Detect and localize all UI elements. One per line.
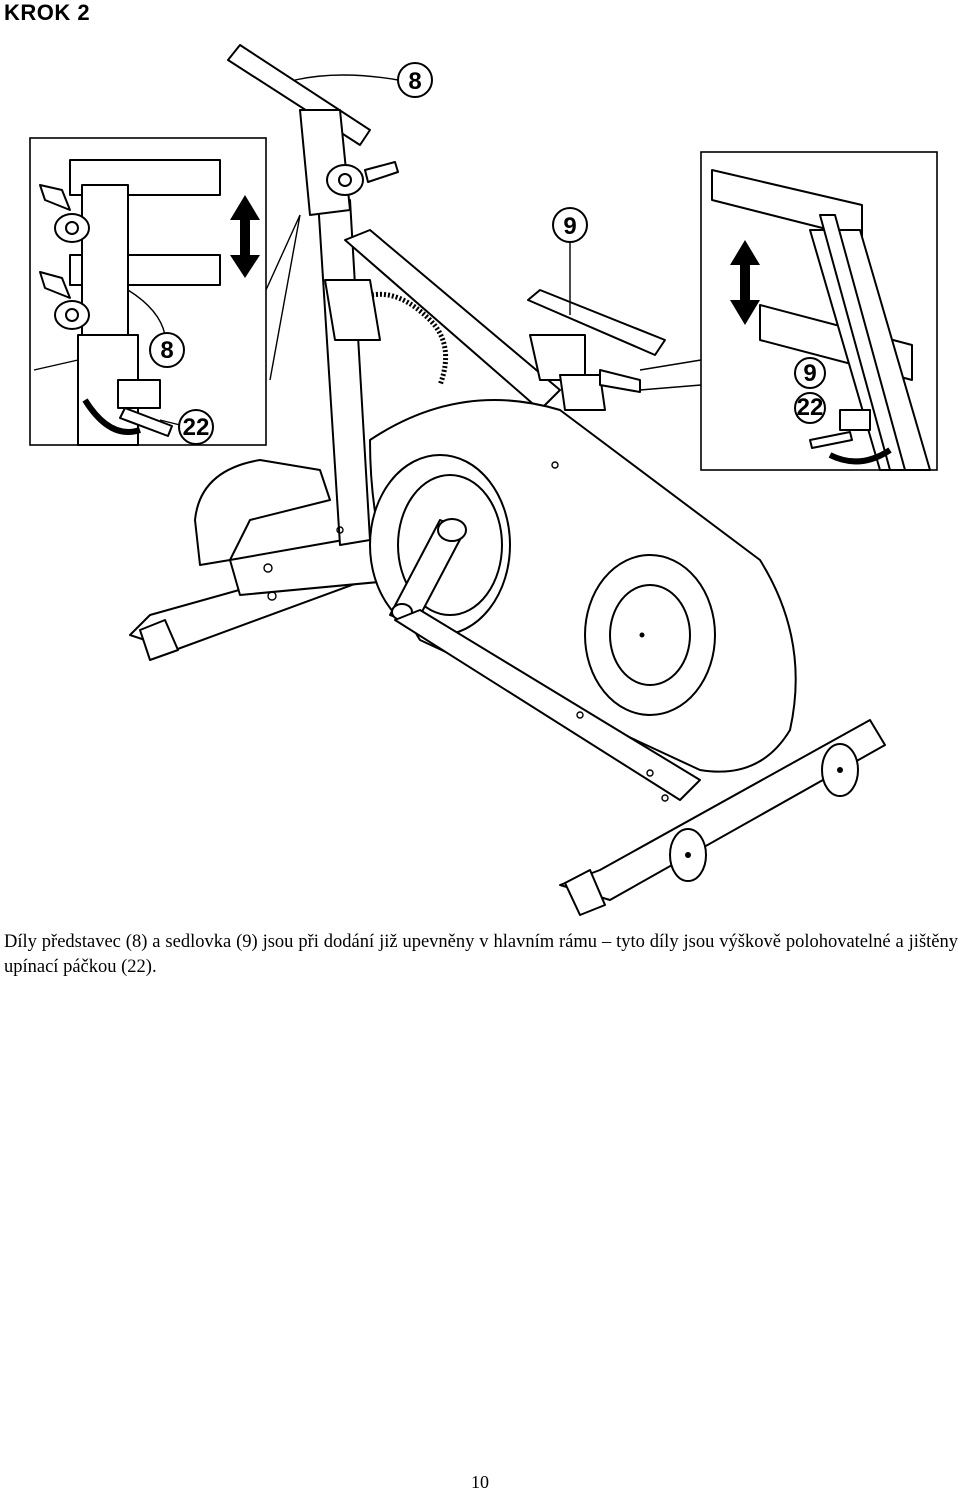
up-down-arrow-icon (230, 195, 260, 278)
page-number: 10 (471, 1472, 489, 1492)
step-heading: KROK 2 (4, 0, 91, 25)
callout-inset-right-22: 22 (797, 394, 824, 421)
inset-left: 8 22 (29, 137, 267, 446)
instruction-paragraph: Díly představec (8) a sedlovka (9) jsou … (4, 932, 958, 977)
callout-main-9: 9 (563, 213, 576, 240)
bike-main-drawing: 8 9 (129, 44, 886, 916)
callout-inset-right-9: 9 (803, 360, 816, 387)
inset-right: 9 22 (700, 151, 938, 471)
callout-main-8: 8 (408, 68, 421, 95)
exercise-bike-assembly-figure: 8 22 9 22 (0, 30, 960, 920)
callout-inset-left-22: 22 (183, 414, 210, 441)
callout-inset-left-8: 8 (160, 337, 173, 364)
up-down-arrow-icon (730, 240, 760, 325)
